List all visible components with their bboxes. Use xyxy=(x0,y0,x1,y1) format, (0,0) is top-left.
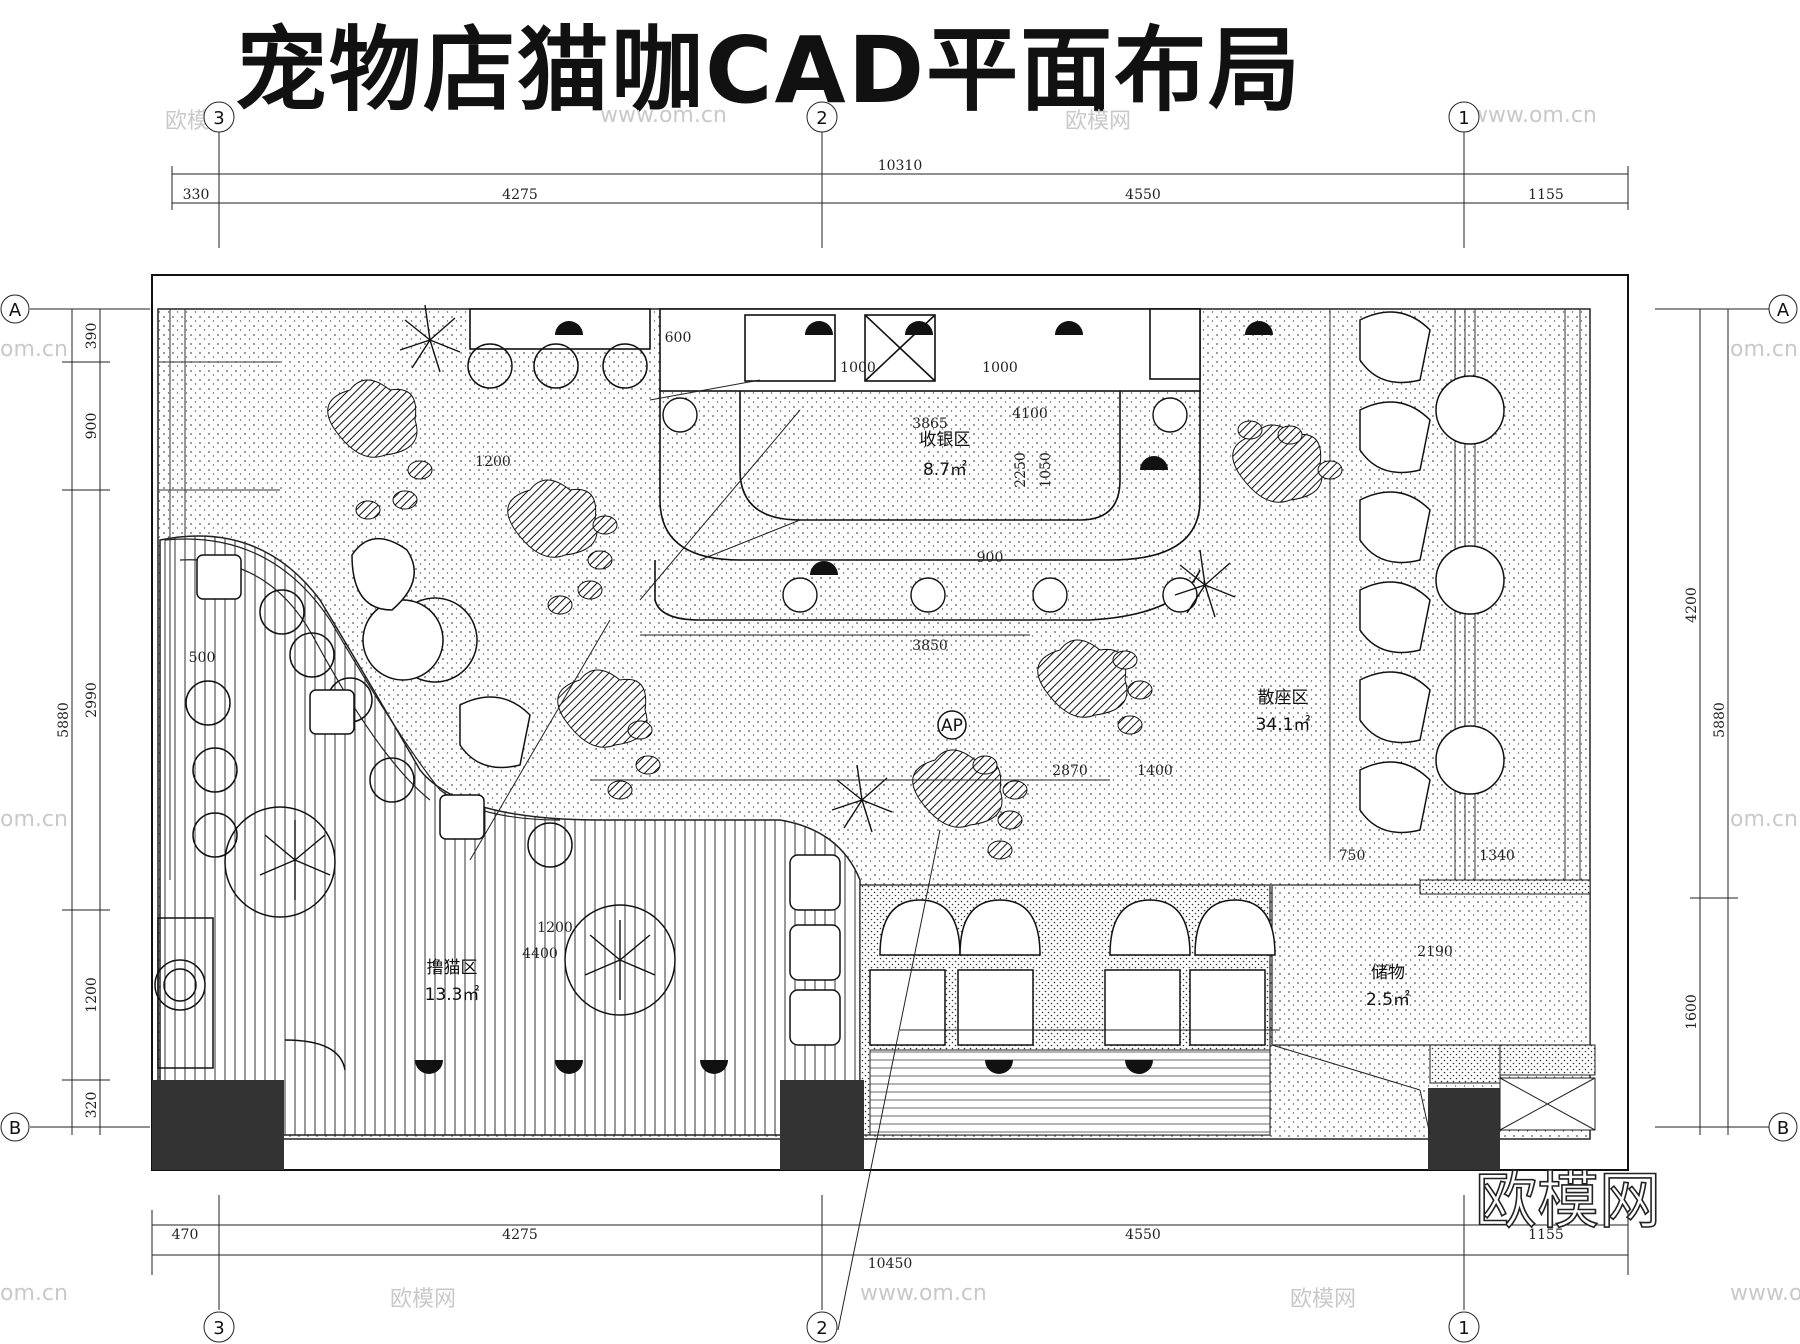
structural-column xyxy=(152,1080,284,1170)
svg-text:2870: 2870 xyxy=(1052,763,1088,779)
axis-label-1: 1 xyxy=(1458,108,1469,129)
svg-text:4550: 4550 xyxy=(1125,187,1161,203)
room-name-seating: 散座区 xyxy=(1258,688,1309,708)
structural-column xyxy=(780,1080,864,1170)
svg-text:750: 750 xyxy=(1339,848,1366,864)
svg-text:10310: 10310 xyxy=(878,158,923,174)
dimension-lines xyxy=(62,166,1738,1275)
svg-text:4275: 4275 xyxy=(502,187,538,203)
svg-text:320: 320 xyxy=(84,1092,100,1119)
axis-label-b: B xyxy=(1777,1118,1789,1139)
room-name-cat-zone: 撸猫区 xyxy=(427,958,478,978)
svg-text:4100: 4100 xyxy=(1012,406,1048,422)
watermark-short: om.cn xyxy=(1730,337,1798,362)
svg-text:4400: 4400 xyxy=(522,946,558,962)
svg-text:1340: 1340 xyxy=(1479,848,1515,864)
seating-chairs xyxy=(351,311,1505,1046)
watermark-brand: 欧模网 xyxy=(1290,1287,1356,1312)
svg-text:1050: 1050 xyxy=(1038,452,1054,488)
brand-watermark: 欧模网 xyxy=(1475,1164,1661,1237)
axis-label-3: 3 xyxy=(213,1318,224,1339)
room-area-seating: 34.1㎡ xyxy=(1256,715,1311,735)
svg-text:1000: 1000 xyxy=(982,360,1018,376)
svg-text:500: 500 xyxy=(189,650,216,666)
svg-text:1000: 1000 xyxy=(840,360,876,376)
watermark-short: om.cn xyxy=(0,1281,68,1306)
svg-text:2250: 2250 xyxy=(1013,452,1029,488)
axis-label-a: A xyxy=(9,300,22,321)
axis-label-a: A xyxy=(1777,300,1790,321)
room-labels: 收银区 8.7㎡ 散座区 34.1㎡ 撸猫区 13.3㎡ 储物 2.5㎡ xyxy=(425,430,1410,1010)
watermark-site: www.om.cn xyxy=(860,1281,987,1306)
page-title: 宠物店猫咖CAD平面布局 xyxy=(235,17,1303,124)
ap-marker xyxy=(937,710,967,740)
svg-text:1200: 1200 xyxy=(84,977,100,1013)
svg-text:1155: 1155 xyxy=(1528,187,1564,203)
room-name-cashier: 收银区 xyxy=(920,430,971,450)
svg-text:330: 330 xyxy=(183,187,210,203)
cashier-counter xyxy=(469,308,1201,621)
svg-text:900: 900 xyxy=(84,413,100,440)
potted-plants xyxy=(259,304,1236,1000)
svg-text:10450: 10450 xyxy=(868,1256,913,1272)
pendant-lamps xyxy=(415,321,1273,1074)
svg-text:4200: 4200 xyxy=(1684,587,1700,623)
axis-lines xyxy=(30,130,1770,1310)
leader-lines xyxy=(469,379,1280,1331)
svg-text:1400: 1400 xyxy=(1137,763,1173,779)
svg-text:1600: 1600 xyxy=(1684,994,1700,1030)
axis-label-1: 1 xyxy=(1458,1318,1469,1339)
room-name-storage: 储物 xyxy=(1371,963,1405,983)
svg-text:470: 470 xyxy=(172,1227,199,1243)
axis-label-2: 2 xyxy=(816,108,827,129)
svg-text:2990: 2990 xyxy=(84,682,100,718)
watermark-brand: 欧模网 xyxy=(390,1287,456,1312)
axis-label-3: 3 xyxy=(213,108,224,129)
room-area-cashier: 8.7㎡ xyxy=(923,460,967,480)
room-area-cat-zone: 13.3㎡ xyxy=(425,985,480,1005)
watermark-site: www.om.cn xyxy=(1470,103,1597,128)
svg-text:3850: 3850 xyxy=(912,638,948,654)
svg-text:2190: 2190 xyxy=(1417,944,1453,960)
svg-text:5880: 5880 xyxy=(56,702,72,738)
structural-column xyxy=(1428,1088,1500,1170)
svg-text:4275: 4275 xyxy=(502,1227,538,1243)
svg-text:3865: 3865 xyxy=(912,416,948,432)
watermark-site: www.om.cn xyxy=(600,103,727,128)
svg-text:5880: 5880 xyxy=(1712,702,1728,738)
watermark-short: om.cn xyxy=(0,337,68,362)
axis-label-b: B xyxy=(9,1118,21,1139)
svg-text:900: 900 xyxy=(977,550,1004,566)
ap-label: AP xyxy=(941,716,963,736)
dimension-labels: 10310 330 4275 4550 1155 470 4275 4550 1… xyxy=(56,158,1728,1272)
room-area-storage: 2.5㎡ xyxy=(1366,990,1410,1010)
watermark-short: om.cn xyxy=(0,807,68,832)
watermark-short: om.cn xyxy=(1730,807,1798,832)
stools xyxy=(662,397,1198,613)
svg-text:1200: 1200 xyxy=(475,454,511,470)
watermark-brand: 欧模网 xyxy=(1065,109,1131,134)
cushions xyxy=(196,554,485,840)
axis-markers: 3 2 1 3 2 1 A B A B xyxy=(0,101,1798,1343)
svg-text:390: 390 xyxy=(84,323,100,350)
interior-dimension-labels: 3865 3850 4100 1000 1000 900 1400 2870 1… xyxy=(189,330,1515,962)
svg-text:4550: 4550 xyxy=(1125,1227,1161,1243)
hatched-paw-pads xyxy=(327,379,1343,860)
axis-label-2: 2 xyxy=(816,1318,827,1339)
svg-text:1155: 1155 xyxy=(1528,1227,1564,1243)
svg-text:1200: 1200 xyxy=(537,920,573,936)
watermark-site: www.om.cn xyxy=(1730,1281,1800,1306)
cat-zone-furniture xyxy=(154,343,676,1071)
svg-text:600: 600 xyxy=(665,330,692,346)
